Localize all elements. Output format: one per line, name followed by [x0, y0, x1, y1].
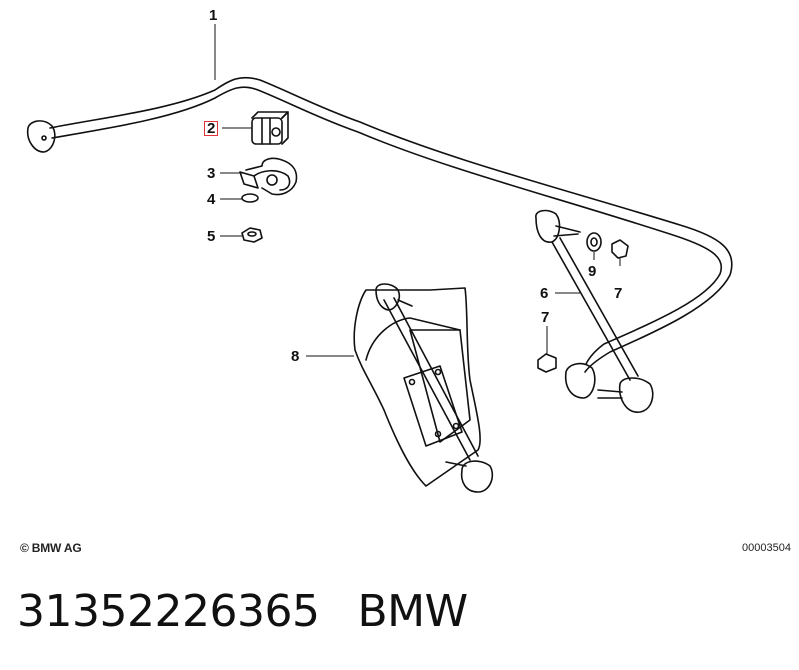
callout-5[interactable]: 5	[207, 228, 216, 245]
callout-3[interactable]: 3	[207, 165, 216, 182]
rubber-mount	[251, 111, 289, 145]
link-rod-upper	[535, 209, 654, 413]
washer	[241, 193, 259, 203]
callout-1[interactable]: 1	[209, 7, 218, 24]
nut-7-lower	[537, 353, 557, 373]
washer-9	[586, 232, 602, 252]
brand-name: BMW	[357, 586, 468, 637]
copyright-notice: © BMW AG	[20, 541, 82, 555]
mount-plate	[353, 283, 494, 493]
callout-6[interactable]: 6	[540, 285, 549, 302]
part-number: 31352226365	[17, 586, 320, 637]
callout-7-top[interactable]: 7	[614, 285, 623, 302]
callout-4[interactable]: 4	[207, 191, 216, 208]
nut	[241, 227, 263, 243]
bracket	[239, 157, 298, 196]
callout-9[interactable]: 9	[588, 263, 597, 280]
callout-2[interactable]: 2	[204, 121, 219, 136]
callout-7-lower[interactable]: 7	[541, 309, 550, 326]
caption: 31352226365 BMW	[17, 586, 468, 637]
parts-diagram	[26, 24, 733, 493]
stabilizer-bar	[26, 76, 733, 373]
diagram-code: 00003504	[742, 542, 791, 554]
end-bracket	[564, 362, 596, 399]
nut-7-top	[611, 239, 629, 259]
callout-8[interactable]: 8	[291, 348, 300, 365]
